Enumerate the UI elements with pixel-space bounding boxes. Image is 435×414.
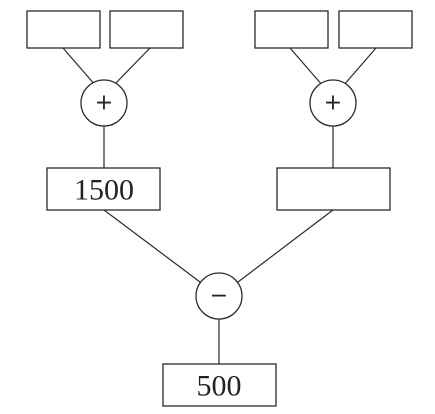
connector-right-sum-to-minus <box>233 209 334 286</box>
connector-top-box-2-to-left-plus <box>112 47 151 87</box>
left-sum-value: 1500 <box>74 174 134 207</box>
connector-top-box-3-to-right-plus <box>289 47 324 87</box>
connector-top-box-4-to-right-plus <box>342 47 377 87</box>
connector-lines <box>62 47 377 364</box>
top-box-4 <box>338 10 413 49</box>
result-box: 500 <box>162 363 277 407</box>
result-value: 500 <box>197 370 242 403</box>
top-box-3 <box>254 10 329 49</box>
left-plus-symbol: + <box>95 91 113 116</box>
minus-symbol: − <box>210 284 228 309</box>
top-box-1 <box>26 10 101 49</box>
minus-operator: − <box>195 272 243 320</box>
right-plus-symbol: + <box>324 91 342 116</box>
connector-top-box-1-to-left-plus <box>62 47 97 87</box>
right-sum-box <box>276 167 391 211</box>
top-box-2 <box>109 10 184 49</box>
left-plus-operator: + <box>80 79 128 127</box>
connector-left-sum-to-minus <box>103 209 205 286</box>
right-plus-operator: + <box>309 79 357 127</box>
left-sum-box: 1500 <box>46 167 161 211</box>
